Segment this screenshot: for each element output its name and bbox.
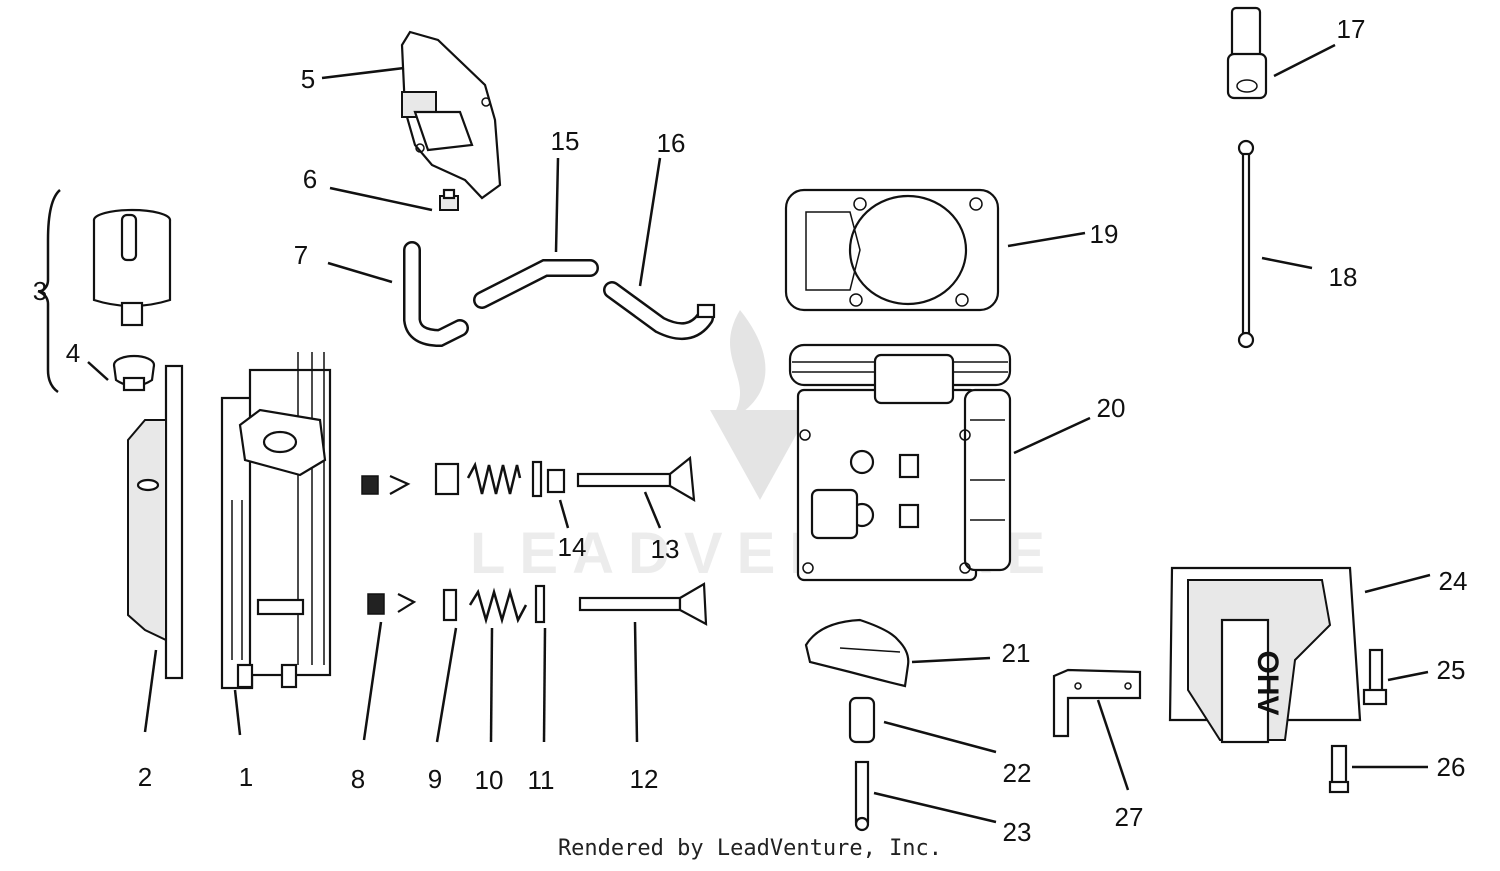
callout-14: 14 — [558, 532, 587, 562]
callout-26: 26 — [1437, 752, 1466, 782]
part-26-screw — [1328, 744, 1350, 794]
callout-17: 17 — [1337, 14, 1366, 44]
callout-22: 22 — [1003, 758, 1032, 788]
part-22-pivot — [848, 696, 876, 744]
callout-27: 27 — [1115, 802, 1144, 832]
part-4-grommet — [112, 354, 156, 392]
part-5-rocker-bracket — [400, 30, 502, 200]
callout-6: 6 — [303, 164, 317, 194]
callout-11: 11 — [528, 765, 555, 795]
part-17-tappet — [1226, 6, 1268, 100]
part-3-breather-filter — [92, 208, 172, 327]
callout-23: 23 — [1003, 817, 1032, 847]
bracket-3 — [37, 189, 61, 394]
part-15-hose — [475, 261, 597, 307]
part-6-screw — [439, 188, 459, 211]
callout-19: 19 — [1090, 219, 1119, 249]
callout-5: 5 — [301, 64, 315, 94]
leader-lines — [87, 43, 1431, 824]
part-21-rocker-arm — [804, 618, 910, 688]
callout-3: 3 — [33, 276, 47, 306]
callout-12: 12 — [630, 764, 659, 794]
callout-25: 25 — [1437, 655, 1466, 685]
ohv-embossing: OHV — [1251, 650, 1284, 715]
part-1-cylinder-head — [220, 352, 332, 690]
footer-credit: Rendered by LeadVenture, Inc. — [557, 836, 943, 861]
part-18-push-rod — [1237, 139, 1255, 349]
part-20-head-assembly — [788, 343, 1012, 582]
callout-4: 4 — [66, 338, 80, 368]
part-27-bracket — [1052, 668, 1142, 738]
callout-1: 1 — [239, 762, 253, 792]
callout-24: 24 — [1439, 566, 1468, 596]
callout-2: 2 — [138, 762, 152, 792]
callout-8: 8 — [351, 764, 365, 794]
part-24-valve-cover: OHV — [1168, 566, 1362, 744]
part-7-hose — [405, 243, 467, 345]
callout-16: 16 — [657, 128, 686, 158]
callout-18: 18 — [1329, 262, 1358, 292]
callout-20: 20 — [1097, 393, 1126, 423]
callout-numbers: 1 2 3 4 5 6 7 8 9 10 11 12 13 14 15 16 1… — [33, 14, 1468, 847]
part-2-breather-cover — [127, 364, 184, 680]
callout-7: 7 — [294, 240, 308, 270]
part-25-screw — [1362, 648, 1388, 706]
callout-9: 9 — [428, 764, 442, 794]
part-23-stud — [854, 760, 870, 832]
callout-21: 21 — [1002, 638, 1031, 668]
part-19-head-gasket — [784, 188, 1000, 312]
valve-train-upper — [361, 455, 696, 503]
callout-15: 15 — [551, 126, 580, 156]
valve-train-lower — [367, 582, 708, 626]
callout-13: 13 — [651, 534, 680, 564]
callout-10: 10 — [475, 765, 504, 795]
part-16-hose — [605, 283, 712, 338]
